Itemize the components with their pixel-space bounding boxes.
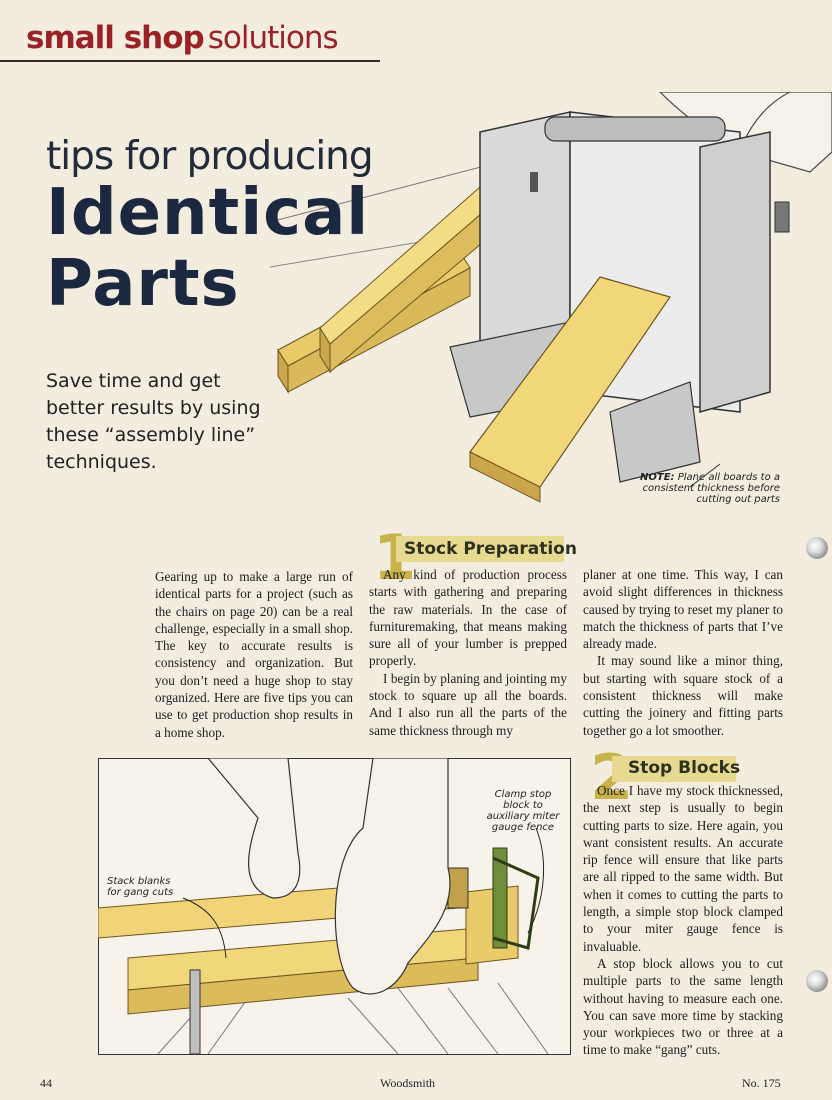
section-2-column: Once I have my stock thicknessed, the ne… [583, 782, 783, 1059]
intro-text: Gearing up to make a large run of identi… [155, 569, 353, 740]
title-line-3: Parts [46, 247, 240, 321]
label-stack-blanks: Stack blanks for gang cuts [107, 876, 174, 898]
section-2-para-2: A stop block allows you to cut multiple … [583, 955, 783, 1058]
section-1-para-4: It may sound like a minor thing, but sta… [583, 653, 783, 738]
magazine-name: Woodsmith [380, 1076, 436, 1090]
section-1-column-a: Any kind of production process starts wi… [369, 566, 567, 739]
note-text: Plane all boards to a consistent thickne… [642, 472, 780, 505]
stop-block-illustration [98, 758, 571, 1055]
section-2-title: Stop Blocks [628, 758, 741, 778]
planer-illustration [270, 92, 832, 503]
section-1-column-b: planer at one time. This way, I can avoi… [583, 566, 783, 739]
header-light: solutions [207, 20, 339, 56]
intro-paragraph: Gearing up to make a large run of identi… [155, 568, 353, 741]
title-line-1: tips for producing [46, 134, 374, 179]
binder-ring-bottom [806, 970, 828, 992]
page-number: 44 [40, 1076, 52, 1090]
section-header: small shop solutions [26, 20, 339, 56]
header-bold: small shop [26, 20, 205, 56]
section-1-para-3: planer at one time. This way, I can avoi… [583, 567, 783, 652]
note-label: NOTE: [640, 472, 675, 483]
title-line-2: Identical [46, 176, 370, 250]
section-1-bar [396, 536, 564, 562]
issue-number: No. 175 [742, 1076, 781, 1090]
section-2-para-1: Once I have my stock thicknessed, the ne… [583, 783, 783, 954]
section-1-para-2: I begin by planing and jointing my stock… [369, 670, 567, 738]
section-2-bar [612, 756, 736, 782]
subtitle: Save time and get better results by usin… [46, 370, 261, 473]
binder-ring-top [806, 537, 828, 559]
section-1-title: Stock Preparation [404, 539, 577, 559]
label-clamp-stop: Clamp stop block to auxiliary miter gaug… [486, 789, 560, 833]
planer-note: NOTE: Plane all boards to a consistent t… [625, 472, 780, 505]
header-rule [0, 60, 380, 62]
section-1-para-1: Any kind of production process starts wi… [369, 567, 567, 669]
